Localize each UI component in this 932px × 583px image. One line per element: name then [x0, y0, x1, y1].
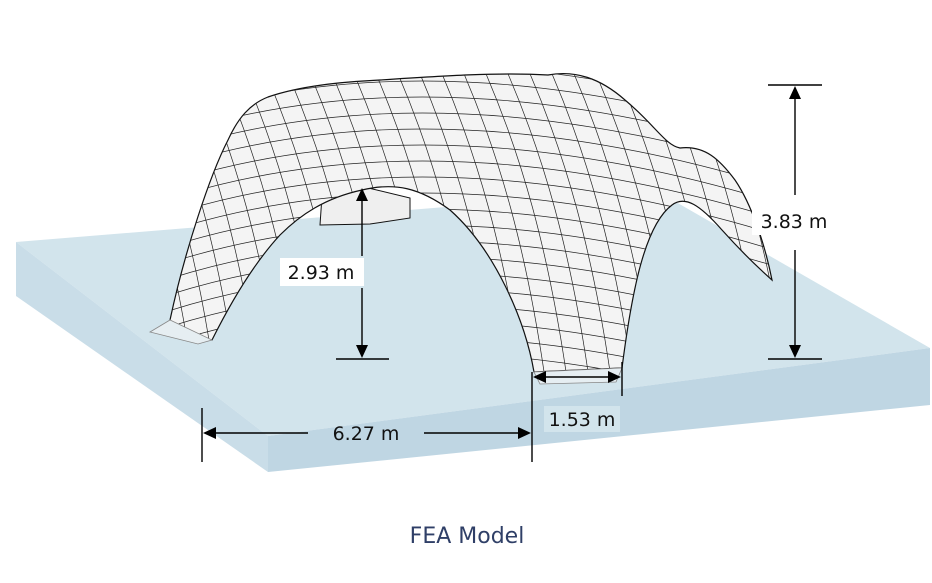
support-width-label: 1.53 m: [549, 409, 616, 431]
arch-height-label: 2.93 m: [288, 262, 355, 284]
mesh-line: [523, 73, 615, 372]
label-backdrop: [280, 258, 364, 286]
arrowhead-up: [356, 188, 368, 201]
mesh-line: [501, 73, 593, 372]
dimension-arch-height: 2.93 m: [280, 188, 389, 360]
mesh-line: [0, 60, 64, 400]
left-support-footprint: [148, 319, 214, 345]
dimension-total-height: 3.83 m: [752, 84, 836, 360]
arrowhead-down: [356, 345, 368, 358]
mesh-line: [0, 60, 42, 400]
arrowhead-up: [789, 86, 801, 99]
front-support-footprint: [533, 367, 623, 385]
mesh-line: [0, 60, 20, 400]
slab-left-face: [16, 242, 268, 472]
mesh-line: [170, 73, 772, 83]
mesh-line: [479, 73, 571, 372]
arrowhead-left: [533, 371, 546, 383]
label-backdrop: [752, 207, 836, 235]
arrowhead-right: [518, 427, 531, 439]
total-height-label: 3.83 m: [761, 211, 828, 233]
arrowhead-down: [789, 345, 801, 358]
dimension-support-width: 1.53 m: [533, 362, 623, 432]
label-backdrop: [544, 406, 620, 432]
arrowhead-left: [203, 427, 216, 439]
mesh-line: [457, 73, 549, 372]
dimension-span: 6.27 m: [201, 372, 533, 462]
arrowhead-right: [608, 371, 621, 383]
span-label: 6.27 m: [333, 423, 400, 445]
mesh-line: [0, 60, 86, 400]
mesh-line: [120, 1, 800, 66]
diagram-caption: FEA Model: [410, 524, 525, 549]
